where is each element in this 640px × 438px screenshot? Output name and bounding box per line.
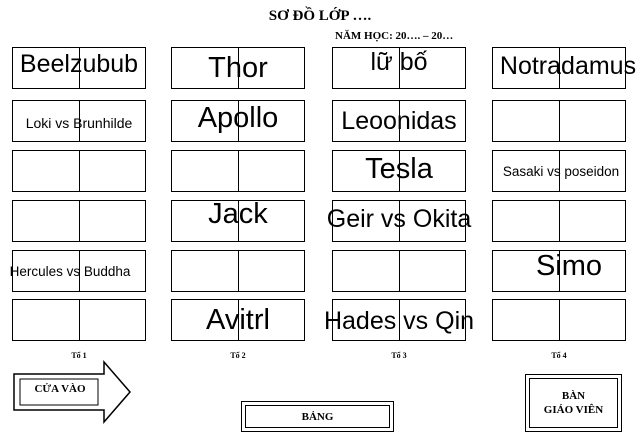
desk-g2-r2: Apollo [171,100,305,142]
desk-label [453,300,640,340]
desk-label: Sasaki vs poseidon [502,163,620,179]
page-title: SƠ ĐỒ LỚP …. [268,8,372,24]
desk-g1-r3 [12,150,146,192]
desk-label: Tesla [365,152,433,185]
teacher-desk-line1: BÀN [561,390,586,402]
desk-label: Beelzubub [19,49,139,78]
desk-label: Leoonidas [341,106,457,135]
group-label-3: Tổ 3 [391,351,407,360]
desk-label: Hades vs Qin [323,306,475,335]
desk-g3-r4: Geir vs Okita [327,200,471,242]
teacher-desk: BÀN GIÁO VIÊN [525,374,622,432]
board-label: BẢNG [245,405,390,428]
desk-g3-r3: Tesla [332,150,466,192]
desk-g4-r1: Notradamus [492,47,636,89]
desk-g2-r3 [171,150,305,192]
desk-label: Geir vs Okita [326,204,472,233]
desk-g2-r4: Jack [171,198,305,242]
school-year: NĂM HỌC: 20…. – 20… [335,30,454,42]
desk-g4-r4 [492,200,626,242]
desk-g3-r2: Leoonidas [332,100,466,142]
group-label-1: Tổ 1 [71,351,87,360]
desk-g4-r5: Simo [492,250,626,292]
desk-g1-r5: Hercules vs Buddha [10,250,146,292]
desk-label: Thor [208,51,268,84]
desk-g1-r2: Loki vs Brunhilde [12,100,146,142]
desk-g2-r6: Avitrl [171,299,305,341]
desk-g2-r5 [171,250,305,292]
desk-label: Hercules vs Buddha [9,263,131,279]
desk-g1-r6 [12,299,146,341]
desk-label [453,101,640,141]
desk-g4-r2 [492,100,626,142]
desk-label [453,201,640,241]
desk-g2-r1: Thor [171,47,305,89]
desk-g1-r4 [12,200,146,242]
desk-g3-r1: lữ bố [332,47,466,89]
group-label-4: Tổ 4 [551,351,567,360]
desk-label: Jack [208,197,268,230]
desk-g4-r3: Sasaki vs poseidon [492,150,626,192]
desk-label: Avitrl [206,303,270,336]
entrance-arrow-icon [13,360,131,424]
desk-label [293,251,505,291]
entrance-label: CỬA VÀO [34,383,86,395]
group-label-2: Tổ 2 [230,351,246,360]
desk-g4-r6 [492,299,626,341]
desk-label: Notradamus [499,51,637,80]
desk-label: Apollo [197,101,279,134]
desk-g3-r5 [332,250,466,292]
board: BẢNG [241,401,394,432]
desk-label: lữ bố [370,47,428,76]
desk-label: Simo [535,249,603,282]
desk-label: Loki vs Brunhilde [25,115,133,131]
teacher-desk-line2: GIÁO VIÊN [543,404,604,416]
desk-g1-r1: Beelzubub [12,47,146,89]
desk-g3-r6: Hades vs Qin [324,299,474,341]
